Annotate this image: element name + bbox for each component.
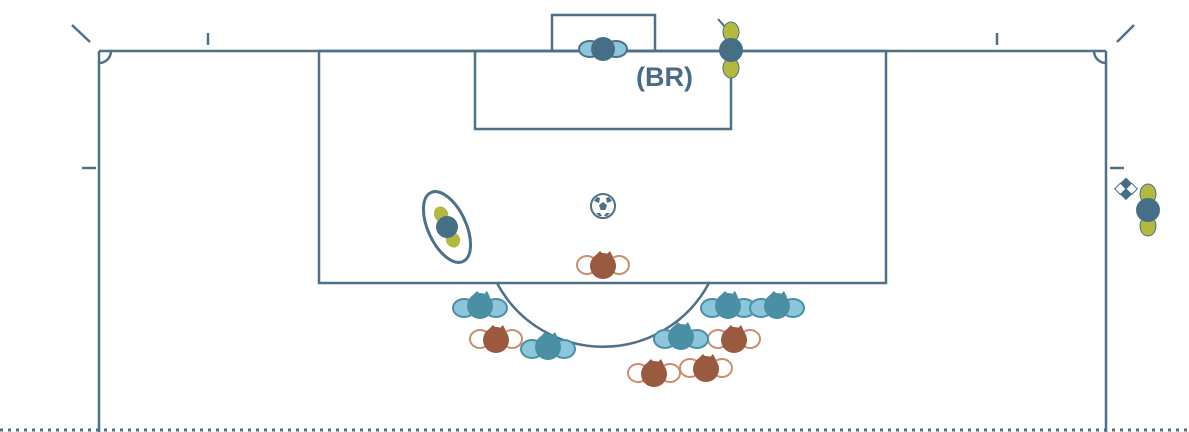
- player-icon: [717, 18, 743, 79]
- br-label: (BR): [636, 62, 693, 92]
- penalty-area: [317, 49, 888, 285]
- player-icon: [679, 353, 733, 383]
- corner-arc-left: [98, 50, 113, 65]
- player-icon: [576, 250, 630, 280]
- player-icon: [520, 331, 576, 361]
- player-icon: [707, 324, 761, 354]
- ball-icon: [590, 193, 616, 219]
- assistant-referee-icon: [1113, 177, 1160, 237]
- player-icon: [653, 321, 709, 351]
- player-icon: [578, 37, 628, 61]
- corner-mark-right: [1116, 24, 1135, 43]
- player-icon: [700, 290, 756, 320]
- player-icon: [452, 290, 508, 320]
- player-icon: [749, 290, 805, 320]
- player-icon: [469, 324, 523, 354]
- penalty-arc: [495, 282, 711, 348]
- referee-icon: [421, 190, 473, 264]
- pitch-lines: [71, 13, 1135, 432]
- player-icon: [627, 358, 681, 388]
- corner-arc-right: [1092, 50, 1107, 65]
- corner-mark-left: [71, 24, 91, 43]
